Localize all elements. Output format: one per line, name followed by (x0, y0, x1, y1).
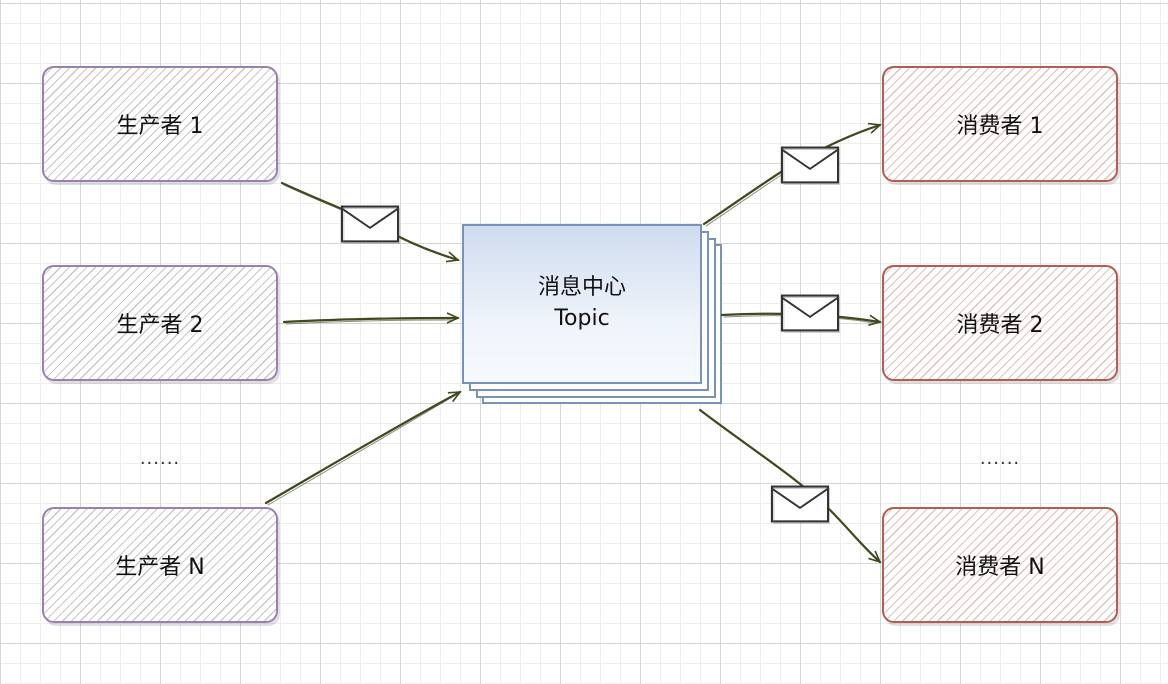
producer-node-2: 生产者 2 (42, 265, 278, 381)
envelope-icon (340, 205, 400, 244)
consumer-ellipsis: ...... (979, 448, 1021, 469)
consumer-label: 消费者 1 (956, 114, 1044, 139)
consumer-node-n: 消费者 N (882, 507, 1118, 623)
producer-label: 生产者 2 (116, 313, 204, 338)
topic-title: 消息中心 (537, 275, 626, 301)
producer-node-1: 生产者 1 (42, 66, 278, 182)
consumer-node-1: 消费者 1 (882, 66, 1118, 182)
topic-subtitle: Topic (554, 306, 610, 331)
consumer-node-2: 消费者 2 (882, 265, 1118, 381)
arrow-producer-2 (282, 312, 460, 324)
producer-ellipsis: ...... (139, 448, 181, 469)
consumer-label: 消费者 2 (956, 313, 1044, 338)
arrow-producer-n (264, 390, 462, 505)
producer-node-n: 生产者 N (42, 507, 278, 623)
consumer-label: 消费者 N (955, 555, 1045, 580)
producer-label: 生产者 N (115, 555, 205, 580)
envelope-icon (770, 485, 830, 524)
producer-label: 生产者 1 (116, 114, 204, 139)
envelope-icon (780, 146, 840, 185)
envelope-icon (780, 294, 840, 333)
topic-card: 消息中心 Topic (462, 224, 702, 384)
